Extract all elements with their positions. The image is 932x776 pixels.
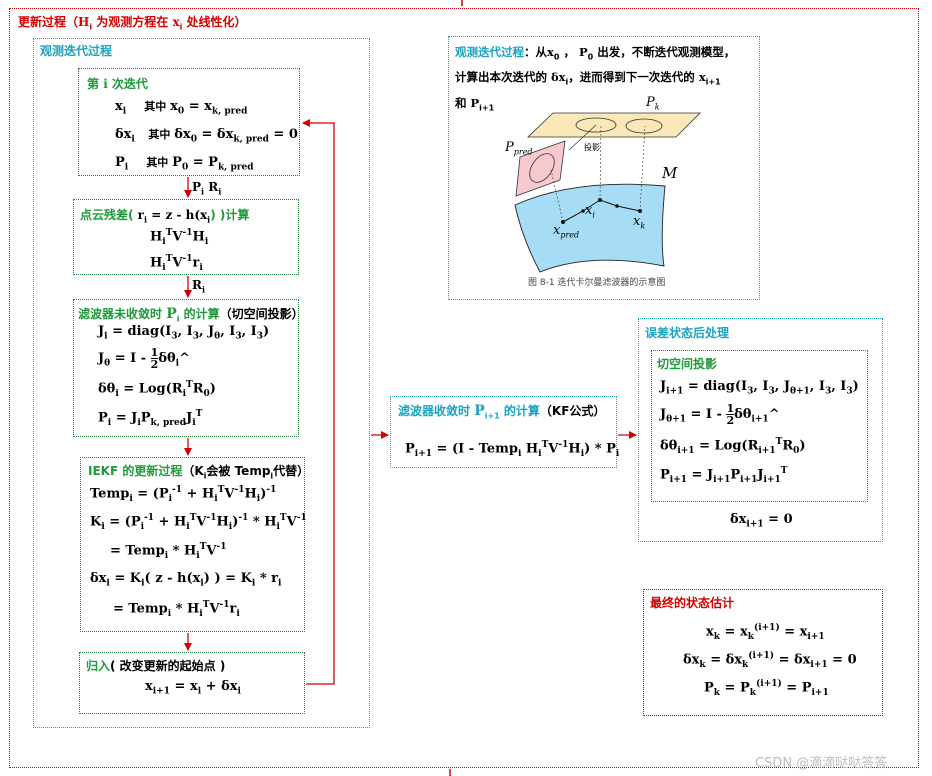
step1-line1: xi 其中 x0 = xk, pred <box>115 99 248 117</box>
step2-box <box>73 199 299 275</box>
figure-box <box>448 36 760 300</box>
final-line2: δxk = δxk(i+1) = δxi+1 = 0 <box>683 651 857 670</box>
step3-line4: Pi = JiPk, predJiT <box>98 409 203 428</box>
manifold-surface <box>514 183 666 273</box>
post-line3: δθi+1 = Log(Ri+1TR0) <box>660 437 806 456</box>
point-mid1 <box>581 209 585 213</box>
arrow1-label: Pi Ri <box>192 180 222 197</box>
tangent-projection-box <box>651 350 868 502</box>
figure-caption: 图 8-1 迭代卡尔曼滤波器的示意图 <box>528 278 666 288</box>
final-line1: xk = xk(i+1) = xi+1 <box>706 623 825 642</box>
observation-iteration-group <box>33 38 370 728</box>
ellipse-Ppred <box>529 153 555 183</box>
label-xk: xk <box>633 214 646 231</box>
observation-iteration-title: 观测迭代过程 <box>40 44 113 58</box>
label-projection: 投影 <box>584 143 600 152</box>
step4-line1: Tempi = (Pi-1 + HiTV-1Hi)-1 <box>90 485 277 504</box>
kf-box <box>390 396 617 468</box>
step4-line5: = Tempi * HiTV-1ri <box>113 600 240 619</box>
step2-line2: HiTV-1ri <box>150 254 203 273</box>
kf-line1: Pi+1 = (I - Tempi HiTV-1Hi) * Pi <box>405 440 620 459</box>
point-mid2 <box>615 204 619 208</box>
post-line1: Ji+1 = diag(I3, I3, Jθ+1, I3, I3) <box>660 379 859 397</box>
figure-description: 观测迭代过程：从x0 ， P0 出发，不断迭代观测模型， 计算出本次迭代的 δx… <box>455 45 736 112</box>
label-Ppred: Ppred <box>505 140 533 157</box>
loop-back-arrow <box>302 119 335 685</box>
step4-title: IEKF 的更新过程（Ki会被 Tempi代替） <box>88 464 310 481</box>
dash-i <box>599 124 602 201</box>
dash-pred <box>550 169 564 223</box>
point-xpred <box>561 220 565 224</box>
step3-line3: δθi = Log(RiTR0) <box>98 380 216 399</box>
ellipse-Pk-left <box>575 117 617 133</box>
step5-line1: xi+1 = xi + δxi <box>145 679 241 697</box>
final-estimate-box <box>643 589 883 716</box>
step3-box <box>73 299 299 437</box>
post-line5: δxi+1 = 0 <box>730 512 793 530</box>
step4-line2: Ki = (Pi-1 + HiTV-1Hi)-1 * HiTV-1 <box>90 513 307 532</box>
label-M: M <box>662 164 678 182</box>
step4-line3: = Tempi * HiTV-1 <box>110 542 227 561</box>
point-xk <box>638 209 642 213</box>
step1-box <box>78 68 300 176</box>
post-process-title: 误差状态后处理 <box>645 326 730 340</box>
step3-line1: Ji = diag(I3, I3, Jθ, I3, I3) <box>98 324 270 342</box>
label-Pk: Pk <box>646 95 660 112</box>
arrow2-label: Ri <box>192 278 206 295</box>
step4-line4: δxi = Ki( z - h(xi) ) = Ki * ri <box>90 571 282 589</box>
step1-line2: δxi 其中 δx0 = δxk, pred = 0 <box>115 127 298 145</box>
watermark: CSDN @滴滴哒哒答答 <box>755 756 888 771</box>
post-line4: Pi+1 = Ji+1Pi+1Ji+1T <box>660 466 788 485</box>
tangent-projection-title: 切空间投影 <box>657 357 718 371</box>
step3-title: 滤波器未收敛时 Pi 的计算（切空间投影） <box>78 306 304 324</box>
step1-title: 第 i 次迭代 <box>87 77 148 91</box>
step5-box <box>79 652 305 714</box>
point-xi <box>598 198 602 202</box>
step5-title: 归入( 改变更新的起始点 ) <box>86 659 226 673</box>
label-xi: xi <box>585 203 595 220</box>
label-xpred: xpred <box>553 223 580 240</box>
plane-Ppred <box>515 140 566 197</box>
update-process-frame <box>9 8 919 768</box>
step2-title: 点云残差( ri = z - h(xi) )计算 <box>80 208 250 225</box>
post-process-box <box>638 318 883 542</box>
projection-arrow <box>568 124 597 151</box>
step4-box <box>80 457 305 632</box>
update-process-title: 更新过程（Hi 为观测方程在 xi 处线性化） <box>18 15 247 32</box>
plane-Pk <box>527 112 701 138</box>
final-line3: Pk = Pk(i+1) = Pi+1 <box>704 679 829 698</box>
ellipse-Pk-right <box>625 118 663 134</box>
step1-line3: Pi 其中 P0 = Pk, pred <box>115 155 254 173</box>
step2-line1: HiTV-1Hi <box>150 228 209 247</box>
kf-title: 滤波器收敛时 Pi+1 的计算（KF公式） <box>398 403 606 421</box>
final-estimate-title: 最终的状态估计 <box>650 596 735 610</box>
